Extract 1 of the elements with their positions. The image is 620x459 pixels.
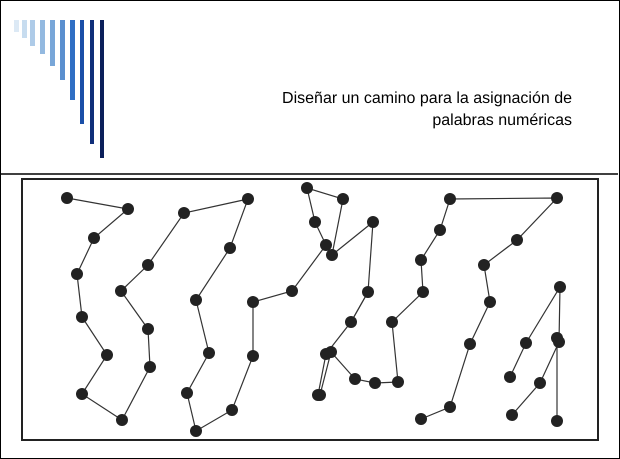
slide-title: Diseñar un camino para la asignación de palabras numéricas <box>281 89 572 131</box>
